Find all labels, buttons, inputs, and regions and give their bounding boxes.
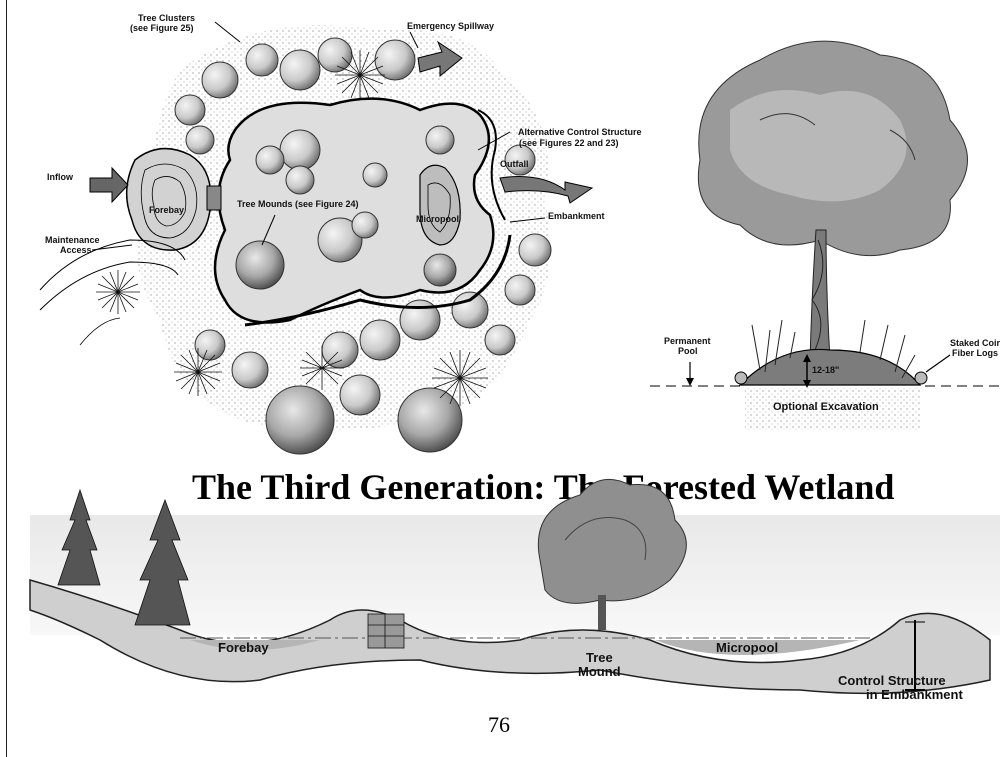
label-mound-section: Mound [578, 665, 621, 679]
section-weir [368, 614, 404, 648]
page-number: 76 [488, 712, 510, 738]
label-tree-section: Tree [586, 651, 613, 665]
label-control-structure: Control Structure [838, 674, 946, 688]
label-forebay-section: Forebay [218, 641, 269, 655]
label-micropool-section: Micropool [716, 641, 778, 655]
label-in-embankment: in Embankment [866, 688, 963, 702]
